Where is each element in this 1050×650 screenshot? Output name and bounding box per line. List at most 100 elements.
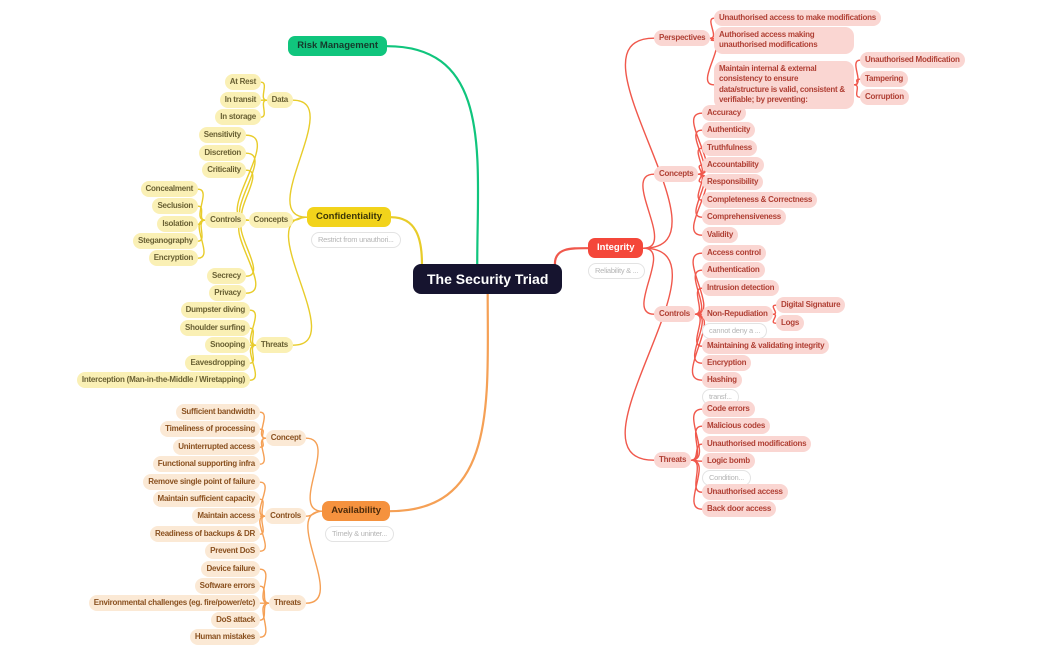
node-envchal[interactable]: Environmental challenges (eg. fire/power… <box>88 595 260 612</box>
node-unauthmods[interactable]: Unauthorised modifications <box>702 436 812 453</box>
node-readiness[interactable]: Readiness of backups & DR <box>150 526 260 543</box>
node-accuracy[interactable]: Accuracy <box>702 105 747 122</box>
node-threats2[interactable]: Threats <box>654 452 692 469</box>
node-perspectives[interactable]: Perspectives <box>654 30 711 47</box>
connector-threats-shoulder <box>249 327 257 346</box>
node-unauthmod[interactable]: Unauthorised Modification <box>860 52 965 69</box>
node-accountability[interactable]: Accountability <box>702 157 764 174</box>
node-concepts2[interactable]: Concepts <box>654 166 699 183</box>
node-secrecy[interactable]: Secrecy <box>207 268 246 285</box>
node-logs[interactable]: Logs <box>776 315 805 332</box>
node-functional[interactable]: Functional supporting infra <box>152 456 260 473</box>
node-software[interactable]: Software errors <box>194 578 260 595</box>
node-dumpster[interactable]: Dumpster diving <box>180 302 250 319</box>
node-integ[interactable]: Integrity <box>588 238 644 259</box>
node-nonrep[interactable]: Non-Repudiation <box>702 306 773 323</box>
node-data[interactable]: Data <box>266 92 293 109</box>
connector-threats2-logicbomb <box>690 459 703 462</box>
node-conf[interactable]: Confidentiality <box>307 207 391 228</box>
connector-controls3-preventdos <box>259 515 266 552</box>
node-privacy[interactable]: Privacy <box>209 285 246 302</box>
node-truthfulness[interactable]: Truthfulness <box>702 140 758 157</box>
node-responsibility[interactable]: Responsibility <box>702 174 764 191</box>
node-comprehensiveness[interactable]: Comprehensiveness <box>702 209 787 226</box>
node-sensitivity[interactable]: Sensitivity <box>198 127 246 144</box>
node-preventdos[interactable]: Prevent DoS <box>205 543 260 560</box>
node-corruption[interactable]: Corruption <box>860 89 909 106</box>
node-threats[interactable]: Threats <box>255 337 293 354</box>
node-authenticity[interactable]: Authenticity <box>702 122 756 139</box>
node-criticality[interactable]: Criticality <box>202 162 246 179</box>
connector-conf-data <box>289 99 311 218</box>
node-risk[interactable]: Risk Management <box>288 36 387 57</box>
connector-center-avail <box>388 293 489 513</box>
node-backdoor[interactable]: Back door access <box>702 501 777 518</box>
connector-threats3-dosattack <box>259 602 270 621</box>
node-avail[interactable]: Availability <box>322 501 390 522</box>
node-authentication[interactable]: Authentication <box>702 262 765 279</box>
node-hashing[interactable]: Hashing <box>702 372 742 389</box>
connector-threats3-humanmistakes <box>259 602 270 638</box>
note-integ-note[interactable]: Reliability & ... <box>588 263 646 279</box>
node-controls[interactable]: Controls <box>205 212 246 229</box>
node-p2[interactable]: Authorised access making unauthorised mo… <box>714 27 854 54</box>
node-encryption[interactable]: Encryption <box>148 250 198 267</box>
connector-avail-threats3 <box>305 510 323 604</box>
connector-threats-eavesdropping <box>249 344 257 364</box>
connector-controls2-authentication <box>694 269 703 315</box>
node-in-transit[interactable]: In transit <box>219 92 261 109</box>
node-concept3[interactable]: Concept <box>265 430 306 447</box>
node-interception[interactable]: Interception (Man-in-the-Middle / Wireta… <box>76 372 250 389</box>
node-dosattack[interactable]: DoS attack <box>211 612 260 629</box>
node-removespof[interactable]: Remove single point of failure <box>143 474 260 491</box>
node-in-storage[interactable]: In storage <box>215 109 261 126</box>
connector-controls3-removespof <box>259 481 266 517</box>
node-threats3[interactable]: Threats <box>268 595 306 612</box>
node-timeliness[interactable]: Timeliness of processing <box>160 421 260 438</box>
node-encryption2[interactable]: Encryption <box>702 355 752 372</box>
node-unauthaccess[interactable]: Unauthorised access <box>702 484 788 501</box>
node-completeness[interactable]: Completeness & Correctness <box>702 192 818 209</box>
node-digitalsig[interactable]: Digital Signature <box>776 297 846 314</box>
node-accessctl[interactable]: Access control <box>702 245 766 262</box>
connector-integ-controls2 <box>642 247 655 315</box>
node-maintaincap[interactable]: Maintain sufficient capacity <box>152 491 260 508</box>
node-intrusion[interactable]: Intrusion detection <box>702 280 780 297</box>
node-isolation[interactable]: Isolation <box>157 216 198 233</box>
node-p1[interactable]: Unauthorised access to make modification… <box>714 10 881 27</box>
node-malicious[interactable]: Malicious codes <box>702 418 771 435</box>
node-controls2[interactable]: Controls <box>654 306 695 323</box>
connector-concept3-functional <box>259 437 267 465</box>
node-uninterrupted[interactable]: Uninterrupted access <box>173 439 260 456</box>
note-avail-note[interactable]: Timely & uninter... <box>325 526 394 542</box>
node-concealment[interactable]: Concealment <box>140 181 198 198</box>
connector-threats2-unauthmods <box>690 443 703 461</box>
connector-threats2-unauthaccess <box>690 459 703 493</box>
note-conf-note[interactable]: Restrict from unauthori... <box>311 232 401 248</box>
node-concepts[interactable]: Concepts <box>248 212 293 229</box>
node-devicefail[interactable]: Device failure <box>201 561 260 578</box>
node-validity[interactable]: Validity <box>702 227 739 244</box>
node-p3[interactable]: Maintain internal & external consistency… <box>714 61 854 109</box>
connector-center-integ <box>553 247 590 266</box>
connector-controls2-maintaining <box>694 313 703 347</box>
node-seclusion[interactable]: Seclusion <box>152 198 198 215</box>
node-controls3[interactable]: Controls <box>265 508 306 525</box>
node-shoulder[interactable]: Shoulder surfing <box>180 320 250 337</box>
node-tampering[interactable]: Tampering <box>860 71 909 88</box>
node-snooping[interactable]: Snooping <box>205 337 250 354</box>
node-humanmistakes[interactable]: Human mistakes <box>189 629 260 646</box>
connector-controls-concealment <box>197 188 206 221</box>
note-nonrep-note[interactable]: cannot deny a ... <box>702 323 768 339</box>
node-steganography[interactable]: Steganography <box>133 233 198 250</box>
node-center[interactable]: The Security Triad <box>413 264 563 295</box>
node-at-rest[interactable]: At Rest <box>224 74 261 91</box>
node-codeerr[interactable]: Code errors <box>702 401 755 418</box>
node-suffband[interactable]: Sufficient bandwidth <box>176 404 260 421</box>
node-logicbomb[interactable]: Logic bomb <box>702 453 755 470</box>
node-maintainaccess[interactable]: Maintain access <box>192 508 260 525</box>
node-discretion[interactable]: Discretion <box>199 145 246 162</box>
node-maintaining[interactable]: Maintaining & validating integrity <box>702 338 830 355</box>
node-eavesdropping[interactable]: Eavesdropping <box>185 355 250 372</box>
